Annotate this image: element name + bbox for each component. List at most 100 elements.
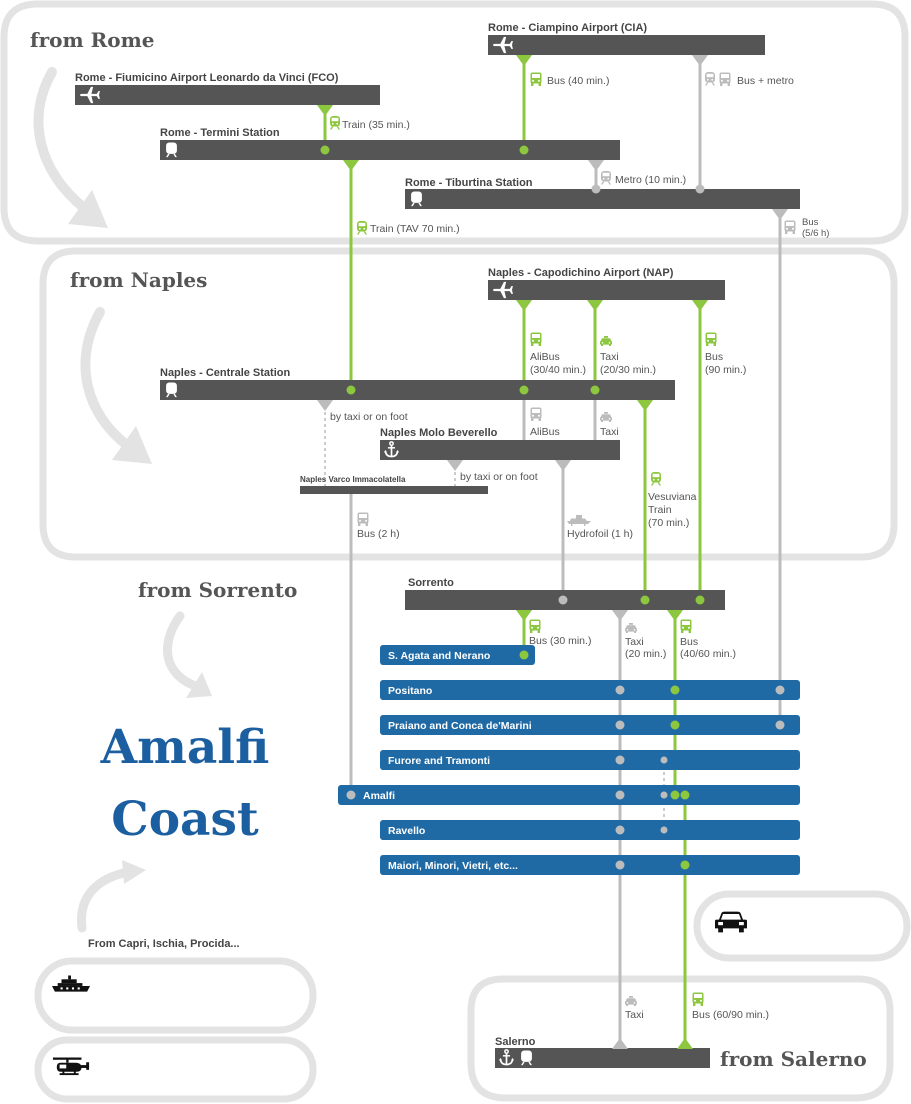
bus-icon — [719, 72, 731, 86]
bus-icon — [529, 619, 541, 633]
route-start-marker — [343, 160, 359, 171]
station-label-tiburtina: Rome - Tiburtina Station — [405, 177, 533, 189]
destination-label: Praiano and Conca de'Marini — [388, 720, 532, 732]
route-label: Bus — [680, 636, 698, 648]
route-label: by taxi or on foot — [460, 471, 538, 483]
route-end-dot — [660, 791, 668, 799]
region-title-salerno: from Salerno — [720, 1047, 867, 1071]
station-bar-capodichino — [488, 280, 725, 300]
route-end-dot — [519, 385, 529, 395]
route-start-marker — [516, 55, 532, 66]
route-label: by taxi or on foot — [330, 411, 408, 423]
helicopter-icon — [52, 1057, 90, 1076]
destination-bar-sagata — [380, 645, 535, 665]
destination-bar-ravello — [380, 820, 800, 840]
arrow-rome-to-naples — [33, 67, 108, 228]
destination-bar-praiano — [380, 715, 800, 735]
destination-label: Ravello — [388, 825, 425, 837]
islands-title: From Capri, Ischia, Procida... — [88, 938, 240, 950]
destination-bar-furore — [380, 750, 800, 770]
route-label: Taxi — [600, 426, 619, 438]
route-label: Taxi — [625, 636, 644, 648]
arrow-naples-to-amalfi — [80, 307, 152, 464]
destination-bar-maiori — [380, 855, 800, 875]
route-start-marker — [637, 400, 653, 411]
route-label: Bus — [705, 351, 723, 363]
route-end-dot — [615, 825, 625, 835]
route-label: Bus (60/90 min.) — [692, 1009, 769, 1021]
destination-label: Maiori, Minori, Vietri, etc... — [388, 860, 518, 872]
route-label: Taxi — [600, 351, 619, 363]
train-icon — [601, 171, 611, 185]
bus-icon — [530, 72, 542, 86]
route-end-dot — [558, 595, 568, 605]
route-label: (20 min.) — [625, 648, 666, 660]
station-label-termini: Rome - Termini Station — [160, 127, 280, 139]
route-end-dot — [615, 685, 625, 695]
region-title-naples: from Naples — [70, 268, 207, 292]
route-end-dot — [660, 756, 668, 764]
route-end-dot — [346, 790, 356, 800]
ferry-icon — [52, 975, 90, 992]
station-label-salerno: Salerno — [495, 1036, 536, 1048]
bus-icon — [357, 512, 369, 526]
train-icon — [705, 72, 715, 86]
train-icon — [330, 116, 340, 130]
title-coast: Coast — [111, 792, 259, 847]
bus-icon — [680, 619, 692, 633]
bus-icon — [705, 332, 717, 346]
destination-bar-positano — [380, 680, 800, 700]
route-start-marker — [667, 610, 683, 621]
destination-label: Furore and Tramonti — [388, 755, 490, 767]
taxi-icon — [625, 623, 637, 633]
car-icon — [715, 911, 747, 933]
destination-label: S. Agata and Nerano — [388, 650, 490, 662]
bus-icon — [530, 332, 542, 346]
route-label: Bus (40 min.) — [547, 75, 609, 87]
station-label-varco: Naples Varco Immacolatella — [300, 475, 406, 484]
route-end-dot — [615, 860, 625, 870]
destination-bar-amalfi — [338, 785, 800, 805]
panel-salerno — [467, 975, 894, 1102]
route-end-dot — [695, 595, 705, 605]
route-end-dot — [660, 826, 668, 834]
route-end-dot — [775, 685, 785, 695]
taxi-icon — [625, 996, 637, 1006]
route-end-dot — [346, 385, 356, 395]
station-bar-centrale — [160, 380, 675, 400]
route-end-dot — [695, 184, 705, 194]
station-label-sorrento: Sorrento — [408, 577, 454, 589]
route-label: Bus (2 h) — [357, 528, 400, 540]
route-label: Taxi — [625, 1009, 644, 1021]
route-label: Hydrofoil (1 h) — [567, 528, 633, 540]
route-start-marker — [612, 610, 628, 621]
destination-label: Positano — [388, 685, 432, 697]
route-label: Train (TAV 70 min.) — [370, 223, 460, 235]
route-label: Train (35 min.) — [342, 119, 410, 131]
route-start-marker — [555, 460, 571, 471]
hydrofoil-icon — [567, 515, 591, 526]
route-end-dot — [615, 720, 625, 730]
route-label: Bus (30 min.) — [529, 635, 591, 647]
station-label-centrale: Naples - Centrale Station — [160, 367, 290, 379]
route-label: (5/6 h) — [802, 228, 829, 239]
panel-rome — [0, 0, 909, 245]
route-start-marker — [677, 1038, 693, 1049]
route-label: AliBus — [530, 426, 560, 438]
route-start-marker — [612, 1038, 628, 1049]
station-bar-ciampino — [488, 35, 765, 55]
route-end-dot — [519, 145, 529, 155]
station-label-capodichino: Naples - Capodichino Airport (NAP) — [488, 267, 674, 279]
route-start-marker — [587, 300, 603, 311]
region-title-rome: from Rome — [30, 28, 154, 52]
station-label-beverello: Naples Molo Beverello — [380, 427, 498, 439]
route-start-marker — [516, 300, 532, 311]
panel-helicopter — [34, 1036, 317, 1103]
arrow-islands-to-amalfi — [77, 860, 146, 933]
bus-icon — [530, 407, 542, 421]
route-label: Metro (10 min.) — [615, 174, 686, 186]
route-end-dot — [320, 145, 330, 155]
route-end-dot — [640, 595, 650, 605]
panel-car — [693, 890, 911, 962]
